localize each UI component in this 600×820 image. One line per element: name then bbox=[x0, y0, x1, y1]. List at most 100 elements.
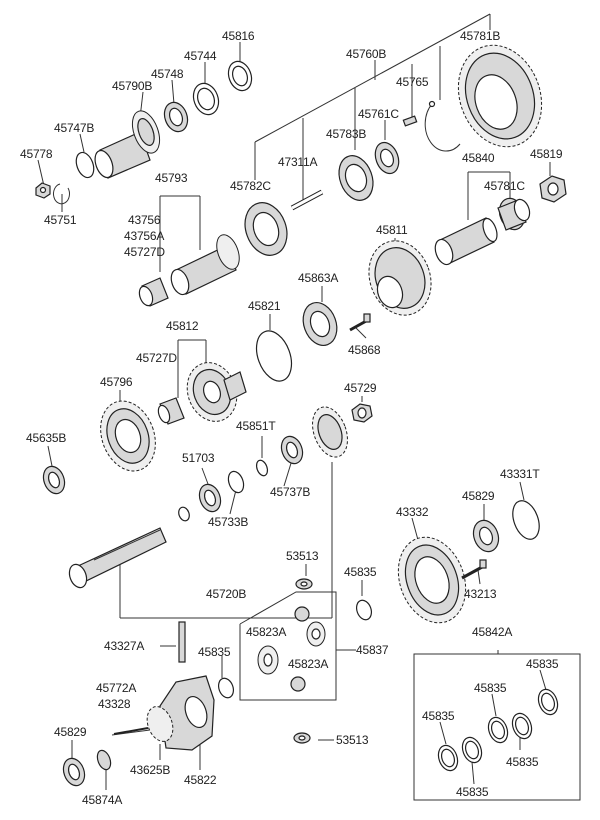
label-45835-kit-5[interactable]: 45835 bbox=[456, 785, 489, 799]
part-43332-ring-gear[interactable] bbox=[387, 528, 477, 633]
label-45793[interactable]: 45793 bbox=[155, 171, 188, 185]
label-45748[interactable]: 45748 bbox=[151, 67, 184, 81]
label-45812[interactable]: 45812 bbox=[166, 319, 199, 333]
label-45829-left[interactable]: 45829 bbox=[54, 725, 87, 739]
part-45778-nut[interactable] bbox=[35, 182, 51, 199]
part-43213-bolt[interactable] bbox=[461, 559, 487, 580]
label-43327A[interactable]: 43327A bbox=[104, 639, 145, 653]
label-53513-top[interactable]: 53513 bbox=[286, 549, 319, 563]
label-45835-kit-4[interactable]: 45835 bbox=[506, 755, 539, 769]
part-45874A-seal[interactable] bbox=[95, 749, 113, 772]
label-45823A-a[interactable]: 45823A bbox=[246, 625, 287, 639]
part-45793-shaft[interactable] bbox=[168, 232, 244, 297]
label-45821[interactable]: 45821 bbox=[248, 299, 281, 313]
label-45842A[interactable]: 45842A bbox=[472, 625, 513, 639]
label-51703[interactable]: 51703 bbox=[182, 451, 215, 465]
label-45874A[interactable]: 45874A bbox=[82, 793, 123, 807]
part-45812-gear[interactable] bbox=[179, 356, 247, 429]
label-45733B[interactable]: 45733B bbox=[208, 515, 249, 529]
label-53513-bottom[interactable]: 53513 bbox=[336, 733, 369, 747]
label-45778[interactable]: 45778 bbox=[20, 147, 53, 161]
label-45835-mid[interactable]: 45835 bbox=[344, 565, 377, 579]
part-45782C-washer[interactable] bbox=[238, 197, 294, 261]
part-45751-snap-ring[interactable] bbox=[53, 183, 70, 205]
label-45720B[interactable]: 45720B bbox=[206, 587, 247, 601]
label-43756[interactable]: 43756 bbox=[128, 213, 161, 227]
part-45765-bolt[interactable] bbox=[402, 115, 418, 127]
part-45737B-gear[interactable] bbox=[306, 402, 354, 462]
part-45635B-bearing[interactable] bbox=[40, 463, 68, 496]
part-43327A-pin[interactable] bbox=[178, 621, 186, 663]
label-43625B[interactable]: 43625B bbox=[130, 763, 171, 777]
part-45816-washer[interactable] bbox=[225, 58, 256, 94]
label-45782C[interactable]: 45782C bbox=[230, 179, 272, 193]
label-45727D-top[interactable]: 45727D bbox=[124, 245, 166, 259]
label-43331T[interactable]: 43331T bbox=[500, 467, 541, 481]
label-45823A-b[interactable]: 45823A bbox=[288, 657, 329, 671]
label-45783B[interactable]: 45783B bbox=[326, 127, 367, 141]
label-45811[interactable]: 45811 bbox=[376, 223, 408, 237]
kit-45842A-washers[interactable] bbox=[435, 687, 561, 774]
label-45781C[interactable]: 45781C bbox=[484, 179, 526, 193]
label-45835-kit-1[interactable]: 45835 bbox=[526, 657, 559, 671]
part-45837-spider-gear-bottom[interactable] bbox=[290, 676, 306, 692]
part-45781C-bearing[interactable] bbox=[495, 195, 532, 233]
part-45781B-gear[interactable] bbox=[445, 33, 556, 158]
part-53513-washer-top[interactable] bbox=[295, 578, 313, 590]
label-45727D-mid[interactable]: 45727D bbox=[136, 351, 178, 365]
part-45868-bolt[interactable] bbox=[349, 313, 371, 332]
part-45835-washer-left[interactable] bbox=[216, 676, 236, 700]
label-45751[interactable]: 45751 bbox=[44, 213, 77, 227]
label-45772A[interactable]: 45772A bbox=[96, 681, 137, 695]
part-45821-snap-ring[interactable] bbox=[250, 326, 298, 386]
part-45819-nut[interactable] bbox=[539, 175, 567, 203]
label-43756A[interactable]: 43756A bbox=[124, 229, 165, 243]
part-45796-gear[interactable] bbox=[91, 393, 164, 478]
part-45733B-ring[interactable] bbox=[226, 469, 247, 494]
part-45863A-bearing[interactable] bbox=[297, 298, 342, 350]
label-45747B[interactable]: 45747B bbox=[54, 121, 95, 135]
label-45840[interactable]: 45840 bbox=[462, 151, 495, 165]
part-45835-washer-mid[interactable] bbox=[354, 598, 374, 622]
part-45823A-side-gear-b[interactable] bbox=[306, 621, 326, 647]
part-45837-spider-gear-top[interactable] bbox=[294, 606, 310, 622]
label-45744[interactable]: 45744 bbox=[184, 49, 217, 63]
part-45829-bearing-left[interactable] bbox=[60, 755, 88, 788]
part-53513-washer-bottom[interactable] bbox=[293, 732, 311, 744]
part-45822-differential-case[interactable] bbox=[143, 675, 215, 751]
part-45829-bearing-right[interactable] bbox=[469, 517, 502, 555]
part-45737B-bearing[interactable] bbox=[278, 433, 306, 466]
label-43328[interactable]: 43328 bbox=[98, 697, 131, 711]
part-43331T-snap-ring[interactable] bbox=[508, 497, 544, 543]
part-45727D-bearing-top[interactable] bbox=[137, 277, 169, 307]
label-45790B[interactable]: 45790B bbox=[112, 79, 153, 93]
part-47311A-pin[interactable] bbox=[290, 189, 324, 211]
label-45837[interactable]: 45837 bbox=[356, 643, 389, 657]
label-47311A[interactable]: 47311A bbox=[278, 155, 318, 169]
label-43332[interactable]: 43332 bbox=[396, 505, 429, 519]
part-45823A-side-gear-a[interactable] bbox=[257, 645, 279, 675]
label-45761C[interactable]: 45761C bbox=[358, 107, 400, 121]
part-45729-nut[interactable] bbox=[351, 403, 373, 423]
part-45782C-bearing[interactable] bbox=[333, 151, 379, 205]
label-45737B[interactable]: 45737B bbox=[270, 485, 311, 499]
label-45835-left[interactable]: 45835 bbox=[198, 645, 231, 659]
label-43213[interactable]: 43213 bbox=[464, 587, 497, 601]
part-45747B-ring[interactable] bbox=[73, 150, 97, 180]
part-45761C-snap-ring[interactable] bbox=[424, 100, 461, 152]
label-45729[interactable]: 45729 bbox=[344, 381, 377, 395]
label-45760B[interactable]: 45760B bbox=[346, 47, 387, 61]
part-45811-gear[interactable] bbox=[359, 232, 441, 324]
label-45765[interactable]: 45765 bbox=[396, 75, 429, 89]
part-45727D-bearing-mid[interactable] bbox=[156, 397, 185, 425]
label-45829-right[interactable]: 45829 bbox=[462, 489, 495, 503]
part-45840-shaft[interactable] bbox=[432, 217, 500, 267]
label-45635B[interactable]: 45635B bbox=[26, 431, 67, 445]
part-45851T-snap-ring[interactable] bbox=[255, 459, 270, 477]
label-45822[interactable]: 45822 bbox=[184, 773, 217, 787]
label-45796[interactable]: 45796 bbox=[100, 375, 133, 389]
label-45819[interactable]: 45819 bbox=[530, 147, 563, 161]
label-45781B[interactable]: 45781B bbox=[460, 29, 501, 43]
part-43328-pin[interactable] bbox=[113, 727, 149, 735]
label-45851T[interactable]: 45851T bbox=[236, 419, 277, 433]
